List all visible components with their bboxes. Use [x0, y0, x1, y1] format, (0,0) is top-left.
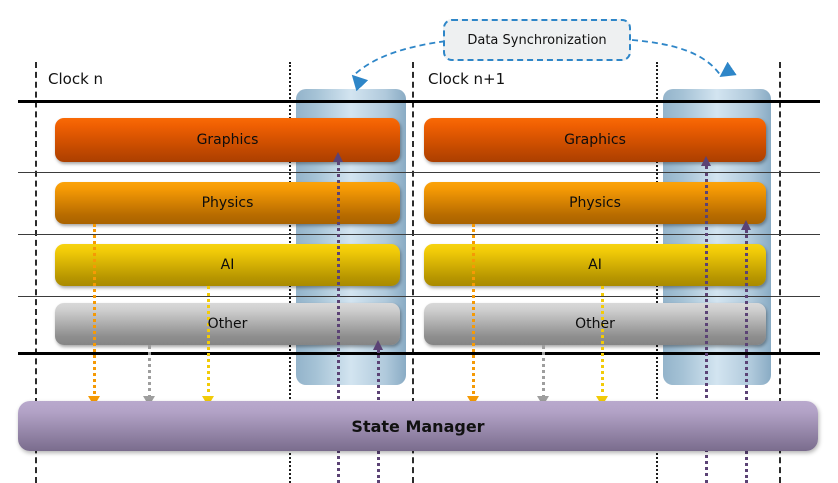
flow-down-ai-clock-n1 [601, 286, 604, 399]
flow-arrow-up-graphics-clock-n [333, 152, 343, 162]
state-manager-label: State Manager [351, 416, 485, 436]
flow-down-ai-clock-n [207, 286, 210, 399]
clock-label-n1: Clock n+1 [428, 70, 506, 88]
flow-arrow-up-physics-clock-n1 [741, 220, 751, 230]
row-rule-3 [18, 296, 820, 297]
data-synchronization-label[interactable]: Data Synchronization [443, 19, 631, 61]
cycle-bottom-rule [18, 352, 820, 355]
flow-down-physics-clock-n1 [472, 224, 475, 399]
flow-up-physics-clock-n1 [745, 230, 748, 483]
guideline-left-dashed [35, 62, 37, 483]
flow-down-other-clock-n [148, 345, 151, 399]
row-rule-1 [18, 172, 820, 173]
cycle-top-rule [18, 100, 820, 103]
flow-arrow-up-other-clock-n [373, 340, 383, 350]
row-rule-2 [18, 234, 820, 235]
flow-down-physics-clock-n [93, 224, 96, 399]
flow-down-other-clock-n1 [542, 345, 545, 399]
task-bar-physics-clock-n1[interactable]: Physics [424, 182, 766, 224]
task-bar-label: Physics [569, 195, 621, 211]
task-bar-other-clock-n1[interactable]: Other [424, 303, 766, 345]
task-bar-ai-clock-n1[interactable]: AI [424, 244, 766, 286]
task-bar-physics-clock-n[interactable]: Physics [55, 182, 400, 224]
task-bar-label: Graphics [196, 132, 259, 148]
flow-up-graphics-clock-n1 [705, 166, 708, 483]
flow-arrow-up-graphics-clock-n1 [701, 156, 711, 166]
guideline-right-dashed [779, 62, 781, 483]
task-bar-graphics-clock-n1[interactable]: Graphics [424, 118, 766, 162]
sync-arrow-right [631, 39, 737, 78]
task-bar-graphics-clock-n[interactable]: Graphics [55, 118, 400, 162]
task-bar-label: Other [207, 316, 248, 332]
task-bar-label: Other [575, 316, 615, 332]
guideline-mid-dashed [412, 62, 414, 483]
state-manager-bar[interactable]: State Manager [18, 401, 818, 451]
task-bar-label: Graphics [564, 132, 626, 148]
task-bar-label: AI [588, 257, 602, 273]
task-bar-ai-clock-n[interactable]: AI [55, 244, 400, 286]
sync-label-text: Data Synchronization [467, 32, 607, 48]
clock-label-n: Clock n [48, 70, 104, 88]
task-bar-other-clock-n[interactable]: Other [55, 303, 400, 345]
task-bar-label: AI [220, 257, 235, 273]
flow-up-graphics-clock-n [337, 162, 340, 483]
task-bar-label: Physics [201, 195, 254, 211]
